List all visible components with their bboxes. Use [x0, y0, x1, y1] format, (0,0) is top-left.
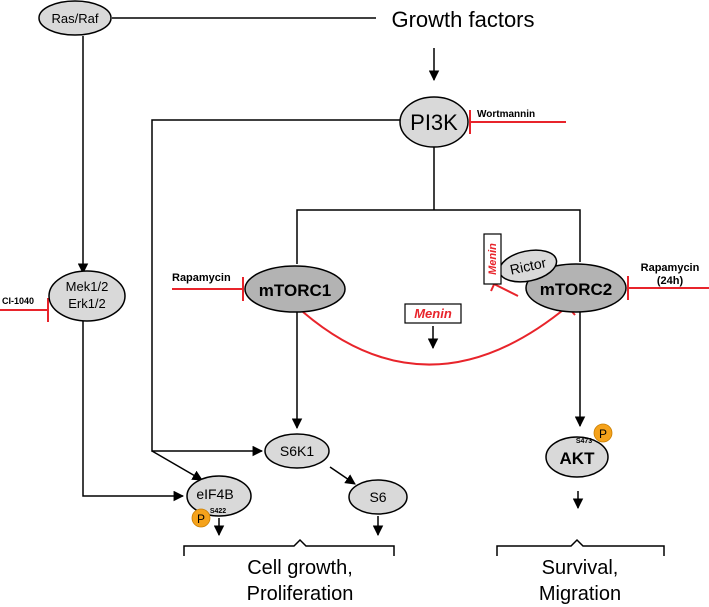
growth-factors-label: Growth factors: [391, 7, 534, 32]
wortmannin-label: Wortmannin: [477, 109, 535, 120]
menin-label-vertical: Menin: [487, 243, 499, 275]
phospho-akt-label: P: [599, 427, 607, 441]
node-pi3k: PI3K: [399, 96, 469, 148]
node-mtorc1: mTORC1: [244, 265, 346, 313]
s6k1-label: S6K1: [280, 443, 314, 459]
node-mtorc2: mTORC2: [525, 263, 627, 313]
outcome-survival-line1: Survival,: [542, 557, 619, 579]
edge-pi3k-eif4b: [151, 450, 203, 481]
phospho-eif4b-label: P: [197, 512, 205, 526]
outcome-growth-line2: Proliferation: [247, 583, 354, 605]
node-eif4b: eIF4B S422: [186, 475, 252, 517]
edge-erk-eif4b: [82, 318, 185, 502]
akt-label: AKT: [560, 449, 596, 468]
outcome-survival-line2: Migration: [539, 583, 621, 605]
node-mek-erk: Mek1/2 Erk1/2: [48, 270, 126, 322]
pi3k-label: PI3K: [410, 110, 458, 135]
phospho-eif4b: P: [191, 508, 211, 528]
ras-raf-label: Ras/Raf: [52, 11, 99, 26]
inhibition-edges: [0, 110, 709, 366]
phospho-akt: P: [593, 423, 613, 443]
eif4b-site-label: S422: [210, 508, 226, 515]
menin-box-vertical: Menin: [483, 233, 502, 285]
rapamycin-24h-label-line1: Rapamycin: [641, 262, 700, 274]
edge-split-mtorc: [296, 209, 581, 264]
eif4b-label: eIF4B: [196, 486, 233, 502]
menin-label-center: Menin: [414, 306, 452, 321]
rapamycin-24h-label-line2: (24h): [657, 275, 684, 287]
outcome-growth-line1: Cell growth,: [247, 557, 353, 579]
akt-site-label: S473: [576, 438, 592, 445]
mtorc2-label: mTORC2: [540, 280, 612, 299]
menin-box-center: Menin: [404, 303, 462, 324]
mtorc1-label: mTORC1: [259, 281, 331, 300]
edge-pi3k-s6k1: [151, 119, 400, 457]
inhib-mtorc1-mtorc2-curve: [302, 305, 569, 366]
erk-label: Erk1/2: [68, 296, 106, 311]
brace-growth: [183, 538, 395, 556]
node-s6: S6: [348, 479, 408, 515]
inhib-menin-rictor-line: [493, 283, 519, 297]
rapamycin-label: Rapamycin: [172, 272, 231, 284]
mek-label: Mek1/2: [66, 279, 109, 294]
edge-s6k1-s6: [329, 466, 356, 485]
node-ras-raf: Ras/Raf: [38, 0, 112, 36]
node-s6k1: S6K1: [264, 433, 330, 469]
activation-edges: [77, 17, 586, 537]
node-akt: AKT S473: [545, 436, 609, 478]
rictor-label: Rictor: [508, 254, 547, 277]
s6-label: S6: [369, 489, 386, 505]
brace-survival: [496, 538, 665, 556]
ci1040-label: CI-1040: [2, 296, 34, 306]
node-rictor: Rictor: [498, 249, 558, 283]
